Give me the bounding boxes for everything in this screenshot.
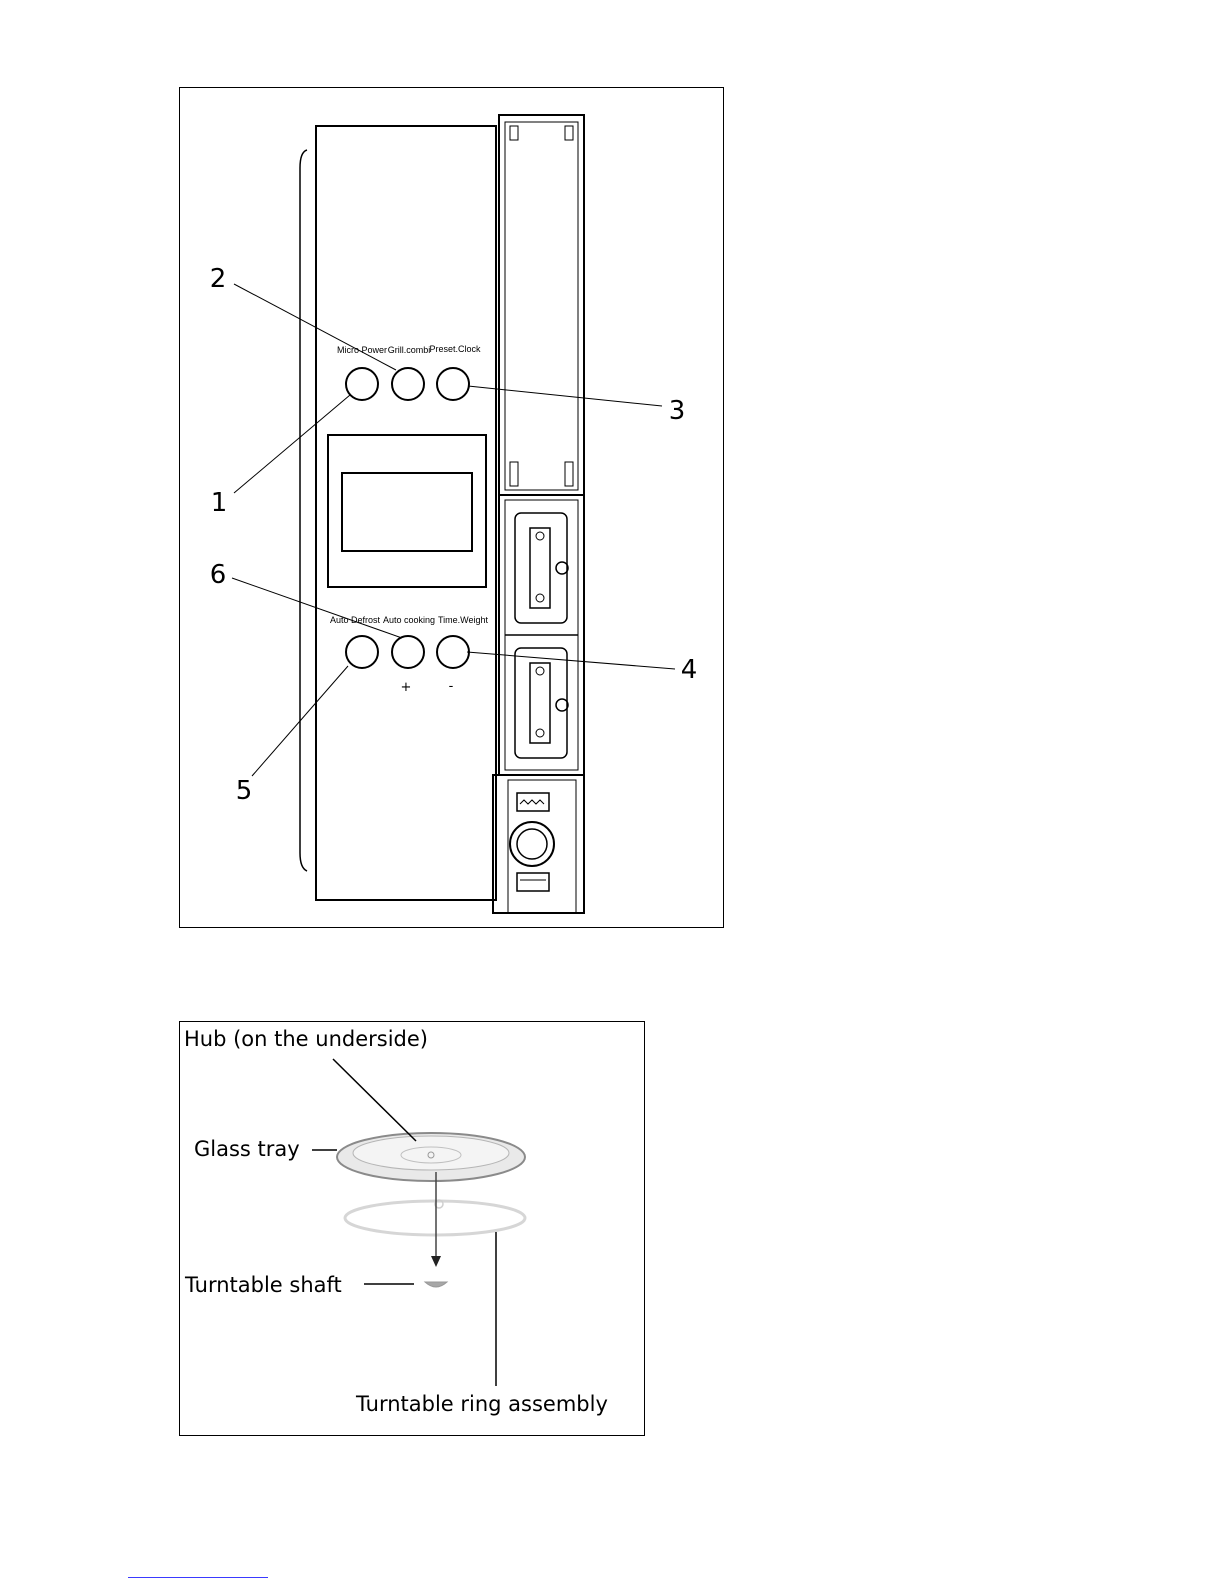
leader-line-3 bbox=[468, 386, 662, 406]
hub-leader bbox=[333, 1059, 416, 1141]
callout-6: 6 bbox=[210, 560, 227, 590]
time-weight-label: Time.Weight bbox=[438, 615, 489, 625]
display-screen bbox=[342, 473, 472, 551]
door-release-housing bbox=[493, 775, 584, 913]
glass-tray-label: Glass tray bbox=[194, 1137, 300, 1161]
leader-line-1 bbox=[234, 395, 350, 493]
plus-sign: + bbox=[401, 680, 412, 695]
auto-defrost-label: Auto Defrost bbox=[330, 615, 381, 625]
auto-cooking-button[interactable] bbox=[392, 636, 424, 668]
micro-power-button[interactable] bbox=[346, 368, 378, 400]
door-latch-1 bbox=[515, 513, 567, 623]
auto-cooking-label: Auto cooking bbox=[383, 615, 435, 625]
callout-3: 3 bbox=[669, 396, 686, 426]
control-panel-drawing: Micro Power Grill.combi Preset.Clock Aut… bbox=[180, 88, 725, 929]
turntable-ring-label: Turntable ring assembly bbox=[355, 1392, 608, 1416]
preset-clock-button[interactable] bbox=[437, 368, 469, 400]
arrow-head bbox=[431, 1256, 441, 1267]
footer-link-underline bbox=[128, 1577, 268, 1578]
door-latch-2 bbox=[515, 648, 567, 758]
door-upper-inner bbox=[505, 122, 578, 490]
turntable-shaft bbox=[425, 1282, 447, 1287]
control-panel-figure: Micro Power Grill.combi Preset.Clock Aut… bbox=[179, 87, 724, 928]
panel-side-edge bbox=[300, 150, 307, 871]
auto-defrost-button[interactable] bbox=[346, 636, 378, 668]
door-upper-frame bbox=[499, 115, 584, 495]
time-weight-button[interactable] bbox=[437, 636, 469, 668]
minus-sign: - bbox=[449, 679, 454, 694]
callout-5: 5 bbox=[236, 776, 253, 806]
turntable-figure: Hub (on the underside) Glass tray Turnta… bbox=[179, 1021, 645, 1436]
turntable-drawing: Hub (on the underside) Glass tray Turnta… bbox=[180, 1022, 646, 1437]
preset-clock-label: Preset.Clock bbox=[429, 344, 481, 354]
grill-combi-button[interactable] bbox=[392, 368, 424, 400]
micro-power-label: Micro Power bbox=[337, 345, 387, 355]
turntable-shaft-label: Turntable shaft bbox=[184, 1273, 342, 1297]
callout-2: 2 bbox=[210, 264, 227, 294]
callout-1: 1 bbox=[211, 488, 228, 518]
callout-4: 4 bbox=[681, 655, 698, 685]
display-frame bbox=[328, 435, 486, 587]
grill-combi-label: Grill.combi bbox=[388, 345, 431, 355]
hub-label: Hub (on the underside) bbox=[184, 1027, 428, 1051]
